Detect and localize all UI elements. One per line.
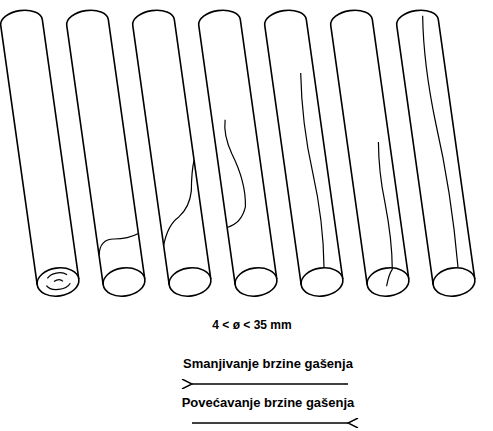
decrease-arrow (192, 383, 348, 385)
increase-caption: Povećavanje brzine gašenja (182, 395, 355, 410)
quenched-rod (329, 8, 411, 299)
quenched-rod (395, 8, 477, 299)
quenched-rod (65, 8, 147, 299)
quenched-rod (263, 8, 345, 299)
diameter-range: 4 < ø < 35 mm (212, 318, 291, 332)
increase-arrow (192, 422, 348, 424)
quenched-rod (197, 8, 279, 299)
quenched-rod (131, 8, 213, 299)
quenched-rod (0, 8, 81, 299)
decrease-caption: Smanjivanje brzine gašenja (183, 356, 353, 371)
